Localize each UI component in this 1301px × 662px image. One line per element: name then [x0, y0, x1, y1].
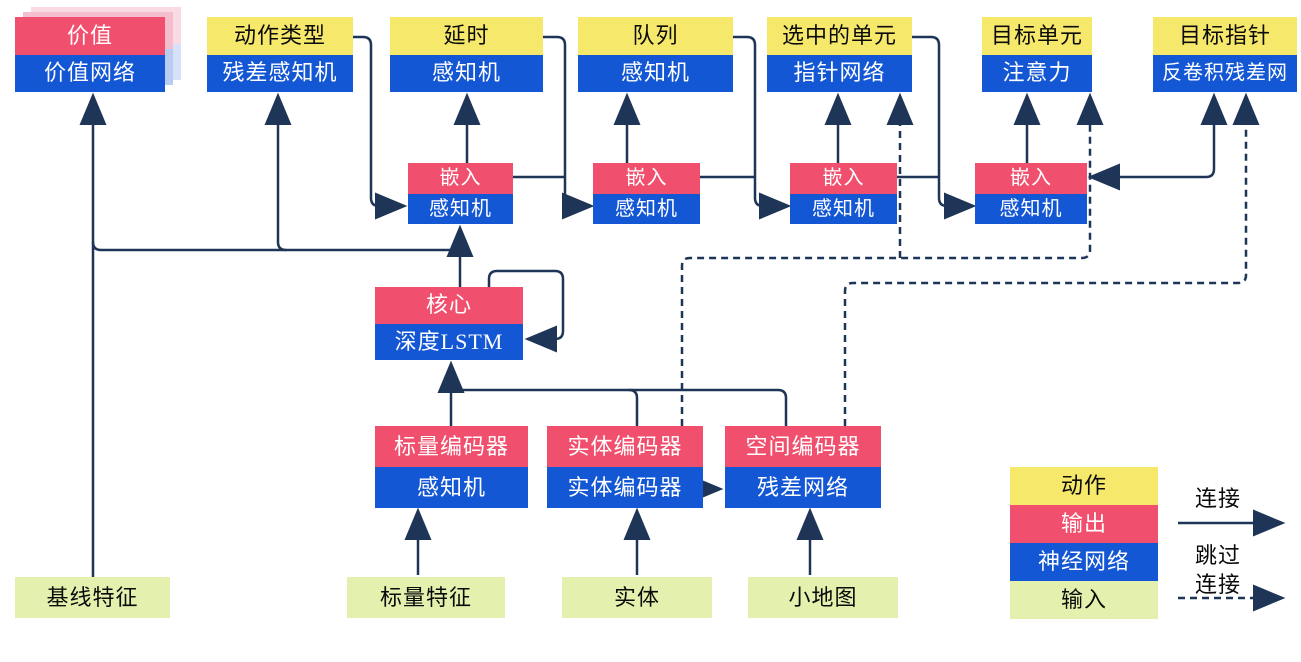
- node-value-output: 价值: [15, 17, 165, 55]
- node-entities: 实体: [562, 577, 712, 618]
- node-scalar-features: 标量特征: [347, 577, 505, 618]
- edge-delay-to-embed2: [543, 35, 595, 220]
- edge-embed4-to-targetpoint: [1087, 92, 1228, 191]
- node-scalar-encoder: 标量编码器 感知机: [375, 426, 528, 508]
- node-action-type-network: 残差感知机: [207, 54, 353, 92]
- node-core-output: 核心: [375, 287, 523, 324]
- legend-network: 神经网络: [1010, 543, 1158, 581]
- node-embed3-output: 嵌入: [790, 163, 897, 194]
- node-embed1-network: 感知机: [408, 193, 513, 224]
- node-embed2-network: 感知机: [593, 193, 700, 224]
- node-delay-network: 感知机: [390, 54, 543, 92]
- node-embed3-network: 感知机: [790, 193, 897, 224]
- node-minimap: 小地图: [748, 577, 898, 618]
- legend-skip-label-line1: 跳过: [1194, 543, 1241, 568]
- node-entity-encoder-network: 实体编码器: [547, 467, 703, 508]
- node-embed4-network: 感知机: [975, 193, 1087, 224]
- edge-actiontype-to-embed1: [353, 35, 408, 220]
- node-embed1-output: 嵌入: [408, 163, 513, 194]
- edge-selected-to-embed4: [912, 35, 977, 220]
- node-selected-units-network: 指针网络: [767, 54, 912, 92]
- node-delay-action: 延时: [390, 17, 543, 55]
- node-target-unit: 目标单元 注意力: [982, 17, 1092, 92]
- node-action-type-action: 动作类型: [207, 17, 353, 55]
- legend-skip-label-line2: 连接: [1194, 572, 1241, 597]
- edge-queue-to-embed3: [733, 35, 792, 220]
- edge-core-branch-left: [91, 241, 460, 252]
- edge-spatialencoder-merge: [451, 388, 788, 426]
- node-queue: 队列 感知机: [578, 17, 733, 92]
- node-queue-action: 队列: [578, 17, 733, 55]
- node-delay: 延时 感知机: [390, 17, 543, 92]
- edge-entityencoder-merge: [628, 388, 639, 426]
- node-selected-units: 选中的单元 指针网络: [767, 17, 912, 92]
- node-core: 核心 深度LSTM: [375, 287, 523, 360]
- node-embed4: 嵌入 感知机: [975, 163, 1087, 224]
- node-embed1: 嵌入 感知机: [408, 163, 513, 224]
- node-baseline-features-label: 基线特征: [15, 577, 170, 618]
- node-entity-encoder-output: 实体编码器: [547, 426, 703, 467]
- node-embed2: 嵌入 感知机: [593, 163, 700, 224]
- edge-core-to-actiontype: [264, 92, 292, 252]
- node-value-network: 价值网络: [15, 54, 165, 92]
- node-target-point: 目标指针 反卷积残差网: [1153, 17, 1297, 92]
- node-queue-network: 感知机: [578, 54, 733, 92]
- skip-spatial-to-deconv: [843, 92, 1260, 426]
- node-embed3: 嵌入 感知机: [790, 163, 897, 224]
- node-target-point-network: 反卷积残差网: [1153, 54, 1297, 92]
- node-target-point-action: 目标指针: [1153, 17, 1297, 55]
- node-value: 价值 价值网络: [15, 17, 165, 92]
- legend-solid-label: 连接: [1194, 486, 1241, 511]
- node-core-network: 深度LSTM: [375, 323, 523, 360]
- node-target-unit-network: 注意力: [982, 54, 1092, 92]
- edge-core-self-loop: [487, 269, 565, 353]
- node-spatial-encoder-network: 残差网络: [725, 467, 881, 508]
- node-selected-units-action: 选中的单元: [767, 17, 912, 55]
- node-scalar-encoder-output: 标量编码器: [375, 426, 528, 467]
- node-entities-label: 实体: [562, 577, 712, 618]
- skip-entity-to-attention: [680, 92, 1104, 426]
- node-embed2-output: 嵌入: [593, 163, 700, 194]
- node-scalar-features-label: 标量特征: [347, 577, 505, 618]
- node-baseline-features: 基线特征: [15, 577, 170, 618]
- node-entity-encoder: 实体编码器 实体编码器: [547, 426, 703, 508]
- node-minimap-label: 小地图: [748, 577, 898, 618]
- node-action-type: 动作类型 残差感知机: [207, 17, 353, 92]
- node-target-unit-action: 目标单元: [982, 17, 1092, 55]
- legend-output: 输出: [1010, 505, 1158, 543]
- node-embed4-output: 嵌入: [975, 163, 1087, 194]
- legend-color-key: 动作 输出 神经网络 输入: [1010, 467, 1158, 619]
- node-spatial-encoder: 空间编码器 残差网络: [725, 426, 881, 508]
- legend-action: 动作: [1010, 467, 1158, 505]
- legend-input: 输入: [1010, 581, 1158, 619]
- node-scalar-encoder-network: 感知机: [375, 467, 528, 508]
- node-spatial-encoder-output: 空间编码器: [725, 426, 881, 467]
